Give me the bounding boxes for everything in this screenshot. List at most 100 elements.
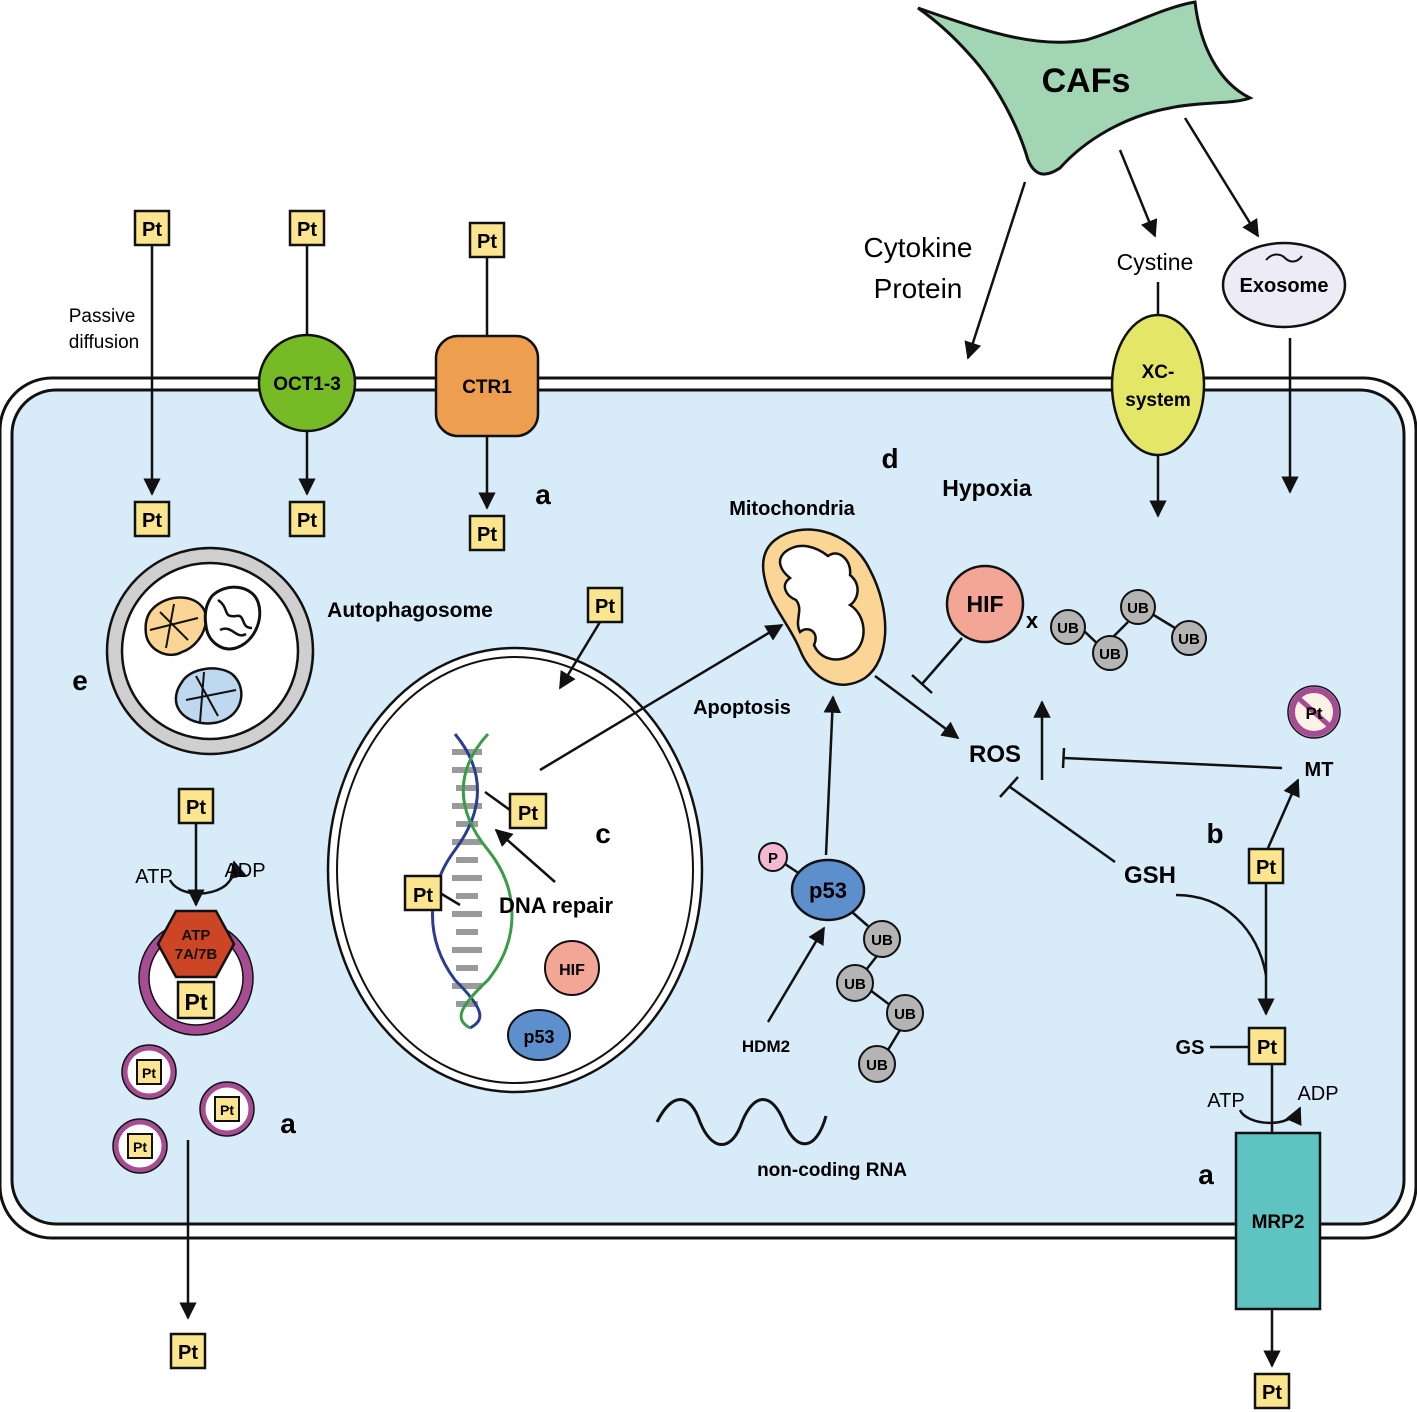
nucleus: [326, 646, 704, 1094]
ctr1-transporter: CTR1: [434, 334, 540, 438]
svg-text:UB: UB: [1178, 631, 1200, 648]
adp-left-label: ADP: [224, 860, 265, 882]
svg-text:Pt: Pt: [595, 596, 615, 618]
svg-text:UB: UB: [1127, 600, 1149, 617]
pt-box-oct-in: Pt: [288, 209, 326, 247]
pt-box-ctr1-out: Pt: [468, 514, 506, 552]
cytokine-label-1: Cytokine: [864, 232, 973, 263]
svg-text:UB: UB: [844, 976, 866, 993]
atp-right-label: ATP: [1207, 1090, 1244, 1112]
hypoxia-label: Hypoxia: [942, 475, 1032, 501]
panel-c: c: [595, 818, 611, 849]
panel-a-top: a: [535, 479, 551, 510]
svg-text:Pt: Pt: [142, 1065, 156, 1081]
ub-p53-4: UB: [858, 1045, 896, 1083]
svg-text:Pt: Pt: [413, 885, 433, 907]
pt-vesicle-1: Pt: [121, 1044, 177, 1100]
svg-text:p53: p53: [809, 878, 847, 903]
atp-left-label: ATP: [135, 866, 172, 888]
ncrna-wave: [655, 1098, 828, 1146]
pt-box-passive-out: Pt: [133, 500, 171, 538]
pt-box-oct-out: Pt: [288, 500, 326, 538]
svg-text:Pt: Pt: [297, 219, 317, 241]
ub-hif-1: UB: [1050, 609, 1086, 645]
adp-right-label: ADP: [1297, 1083, 1338, 1105]
dna-repair-label: DNA repair: [499, 893, 614, 918]
svg-text:Pt: Pt: [178, 1342, 198, 1364]
passive-label-1: Passive: [69, 306, 136, 327]
svg-text:Pt: Pt: [133, 1139, 147, 1155]
mrp2-transporter: MRP2: [1234, 1131, 1322, 1311]
svg-text:UB: UB: [1057, 620, 1079, 637]
pt-box-ctr1-in: Pt: [468, 221, 506, 259]
mitochondria-label: Mitochondria: [729, 498, 855, 520]
p53-protein: p53: [790, 858, 866, 922]
svg-text:HIF: HIF: [966, 591, 1003, 617]
xc-label-1: XC-: [1142, 362, 1175, 383]
mt-label: MT: [1305, 759, 1334, 781]
metallothionein: Pt: [1287, 685, 1341, 739]
apoptosis-label: Apoptosis: [693, 697, 791, 719]
phospho-group: P: [758, 842, 788, 872]
cell: [0, 376, 1417, 1240]
pt-adduct-2: Pt: [403, 874, 443, 912]
hdm2-label: HDM2: [742, 1037, 790, 1056]
pt-adduct-1: Pt: [508, 792, 548, 830]
autophagosome-label: Autophagosome: [327, 599, 493, 622]
svg-text:Pt: Pt: [1257, 1037, 1277, 1059]
svg-text:Pt: Pt: [1256, 857, 1276, 879]
ub-hif-2: UB: [1092, 635, 1128, 671]
gs-label: GS: [1176, 1037, 1205, 1059]
cytokine-label-2: Protein: [874, 273, 963, 304]
ub-hif-3: UB: [1120, 589, 1156, 625]
panel-a-left: a: [280, 1108, 296, 1139]
gsh-label: GSH: [1124, 862, 1176, 889]
pt-box-efflux-right: Pt: [1253, 1372, 1291, 1410]
pt-vesicle-2: Pt: [199, 1081, 255, 1137]
atp7-pump: ATP 7A/7B: [156, 909, 236, 979]
hif-protein: HIF: [945, 564, 1025, 644]
dna-helix: [431, 732, 514, 1030]
svg-text:Pt: Pt: [185, 989, 208, 1015]
mrp2-label: MRP2: [1252, 1212, 1305, 1233]
x-mark: x: [1026, 608, 1039, 633]
ub-p53-2: UB: [836, 964, 874, 1002]
ncrna-label: non-coding RNA: [757, 1160, 907, 1181]
ub-p53-1: UB: [863, 920, 901, 958]
panel-a-right: a: [1198, 1159, 1214, 1190]
svg-text:Pt: Pt: [518, 803, 538, 825]
gsh-inhibition: [999, 776, 1116, 864]
svg-text:p53: p53: [523, 1027, 554, 1047]
passive-label-2: diffusion: [69, 332, 139, 353]
svg-text:Pt: Pt: [477, 524, 497, 546]
svg-text:Pt: Pt: [1262, 1382, 1282, 1404]
svg-text:UB: UB: [894, 1006, 916, 1023]
ub-hif-4: UB: [1171, 620, 1207, 656]
cystine-label: Cystine: [1117, 249, 1194, 275]
ub-p53-3: UB: [886, 994, 924, 1032]
pt-vesicle-3: Pt: [112, 1118, 168, 1174]
autophagosome: [105, 546, 315, 756]
atp7-label-1: ATP: [182, 927, 211, 944]
exosome-label: Exosome: [1240, 275, 1329, 297]
svg-text:P: P: [768, 850, 778, 867]
exosome: Exosome: [1221, 241, 1347, 329]
svg-text:Pt: Pt: [186, 797, 206, 819]
svg-text:Pt: Pt: [142, 510, 162, 532]
pt-box-passive-in: Pt: [133, 209, 171, 247]
panel-e: e: [72, 665, 88, 696]
svg-text:Pt: Pt: [297, 510, 317, 532]
hif-inhibition: [911, 637, 963, 694]
p53-in-nucleus: p53: [507, 1009, 571, 1061]
pt-box-atp7-in: Pt: [177, 787, 215, 825]
panel-b: b: [1206, 818, 1223, 849]
pt-box-nucleus-in: Pt: [586, 586, 624, 624]
ctr1-label: CTR1: [462, 377, 512, 398]
svg-text:UB: UB: [871, 932, 893, 949]
svg-text:Pt: Pt: [142, 219, 162, 241]
pt-box-b: Pt: [1247, 847, 1285, 885]
xc-system-transporter: XC- system: [1110, 313, 1206, 457]
svg-text:Pt: Pt: [220, 1102, 234, 1118]
svg-text:UB: UB: [1099, 646, 1121, 663]
